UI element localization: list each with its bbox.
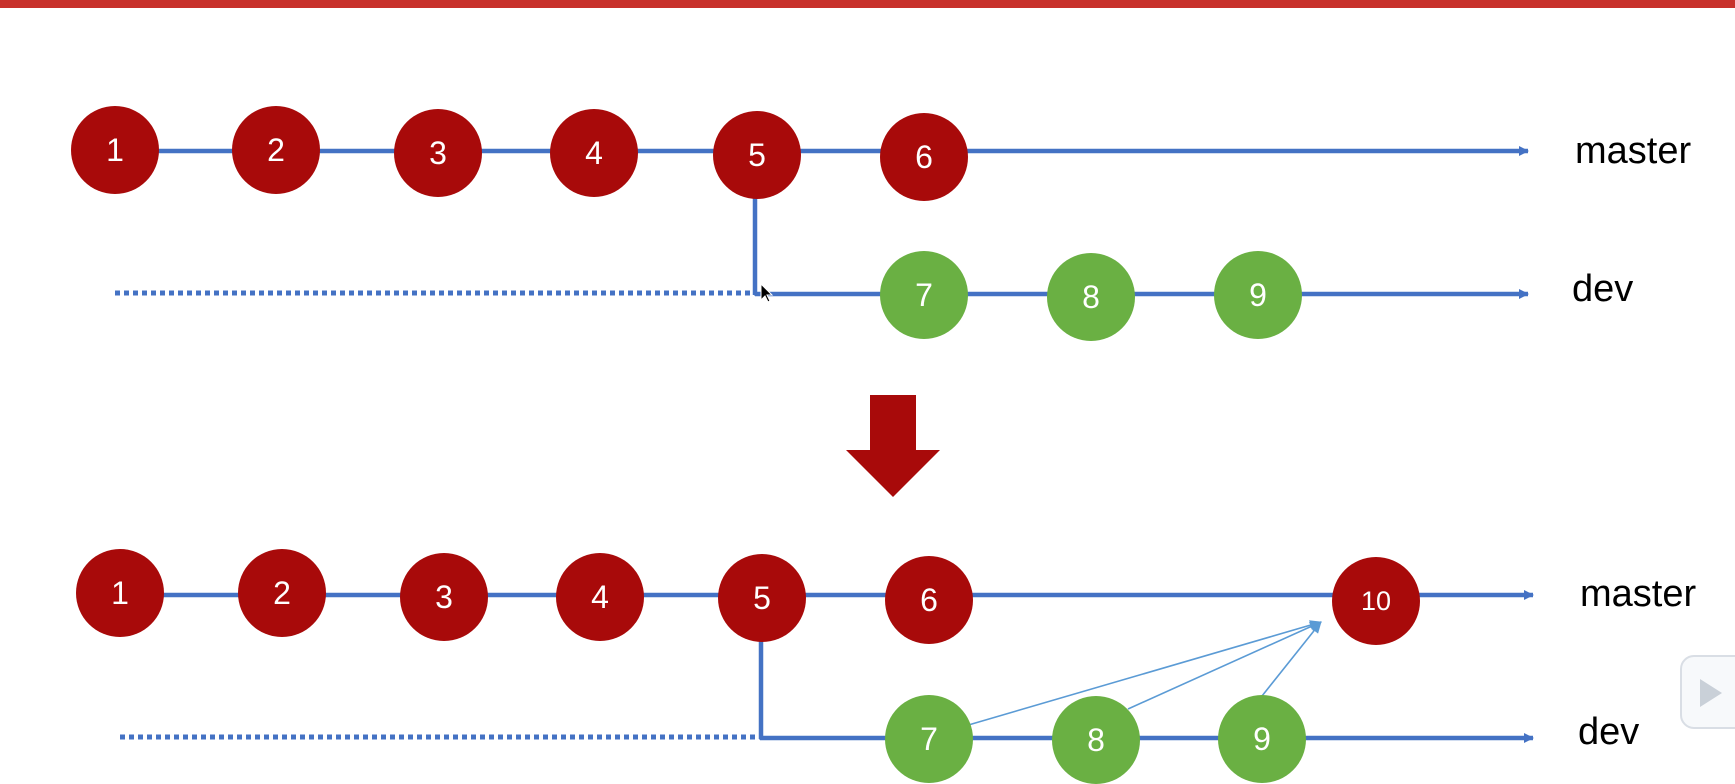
dev-commit: 8: [1052, 696, 1140, 784]
master-commit: 6: [885, 556, 973, 644]
merge-commit: 10: [1332, 557, 1420, 645]
master-commit: 5: [718, 554, 806, 642]
commit-label: 4: [585, 135, 603, 171]
commit-label: 5: [753, 580, 771, 616]
mouse-cursor-icon: [760, 282, 774, 303]
dev-commit: 9: [1218, 695, 1306, 783]
master-commit: 1: [71, 106, 159, 194]
master-commit: 5: [713, 111, 801, 199]
merge-arrow: [1127, 621, 1322, 710]
master-commit: 2: [238, 549, 326, 637]
merge-arrow: [964, 620, 1322, 727]
dev-commit: 8: [1047, 253, 1135, 341]
commit-label: 5: [748, 137, 766, 173]
branch-label-master: master: [1580, 573, 1696, 615]
top-accent-bar: [0, 0, 1735, 8]
after-state: 1 2 3 4 5 6 10 7: [76, 549, 1696, 784]
dev-commit: 7: [880, 251, 968, 339]
commit-label: 2: [273, 575, 291, 611]
commit-label: 8: [1087, 722, 1105, 758]
commit-label: 6: [920, 582, 938, 618]
commit-label: 3: [429, 135, 447, 171]
down-arrow-icon: [846, 395, 940, 497]
commit-label: 1: [106, 132, 124, 168]
branch-label-dev: dev: [1578, 711, 1639, 753]
dev-commit: 9: [1214, 251, 1302, 339]
master-commit: 6: [880, 113, 968, 201]
commit-label: 8: [1082, 279, 1100, 315]
commit-label: 10: [1361, 586, 1391, 616]
before-state: 1 2 3 4 5 6 7 8: [71, 106, 1691, 341]
commit-label: 6: [915, 139, 933, 175]
commit-label: 3: [435, 579, 453, 615]
commit-label: 9: [1253, 721, 1271, 757]
master-commit: 1: [76, 549, 164, 637]
commit-label: 7: [915, 277, 933, 313]
master-commit: 3: [400, 553, 488, 641]
branch-label-dev: dev: [1572, 268, 1633, 310]
video-player-widget[interactable]: [1680, 655, 1735, 729]
dev-commit: 7: [885, 695, 973, 783]
master-commit: 3: [394, 109, 482, 197]
commit-label: 9: [1249, 277, 1267, 313]
commit-label: 4: [591, 579, 609, 615]
master-commit: 4: [550, 109, 638, 197]
commit-label: 7: [920, 721, 938, 757]
master-commit: 4: [556, 553, 644, 641]
branch-label-master: master: [1575, 130, 1691, 172]
merge-arrow: [1261, 621, 1322, 697]
commit-label: 2: [267, 132, 285, 168]
master-commit: 2: [232, 106, 320, 194]
play-icon[interactable]: [1700, 679, 1722, 707]
commit-label: 1: [111, 575, 129, 611]
